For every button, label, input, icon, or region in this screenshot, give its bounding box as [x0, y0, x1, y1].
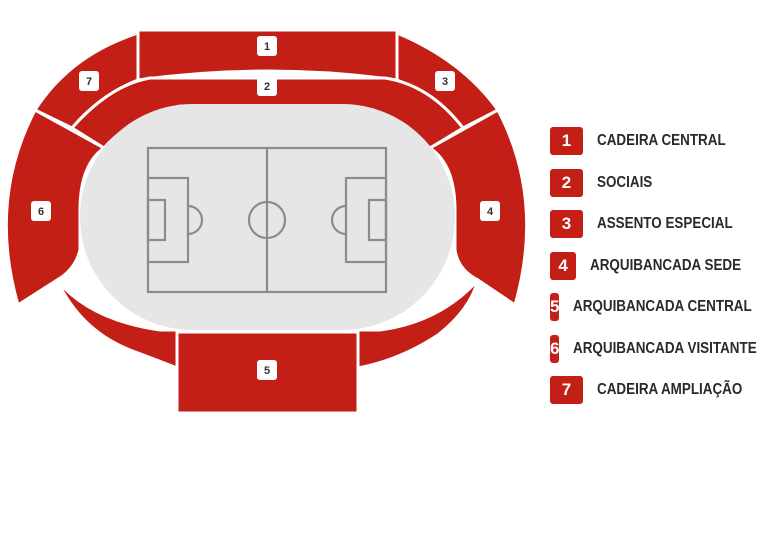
section-badge-label: 5: [264, 365, 270, 377]
section-badge-7[interactable]: 7: [79, 71, 99, 91]
legend-number-badge: 3: [550, 210, 583, 238]
section-badge-5[interactable]: 5: [257, 360, 277, 380]
legend-label: ARQUIBANCADA VISITANTE: [573, 339, 758, 357]
section-badge-label: 6: [38, 206, 44, 218]
section-badge-label: 7: [86, 76, 92, 88]
legend-label: ARQUIBANCADA SEDE: [590, 256, 742, 274]
legend-number-badge: 6: [550, 334, 560, 363]
legend-number-badge: 4: [550, 251, 577, 280]
section-badge-label: 2: [264, 81, 270, 93]
legend-item-5[interactable]: 5 ARQUIBANCADA CENTRAL: [550, 293, 770, 321]
legend-item-2[interactable]: 2 SOCIAIS: [550, 168, 770, 197]
section-badge-4[interactable]: 4: [480, 201, 500, 221]
legend-item-6[interactable]: 6 ARQUIBANCADA VISITANTE: [550, 334, 770, 363]
section-badge-box: [257, 36, 277, 56]
section-badge-3[interactable]: 3: [435, 71, 455, 91]
legend-number-badge: 5: [550, 293, 560, 321]
stadium-map: 1 2 3 4 5 6 7: [4, 28, 529, 415]
section-badge-box: [257, 360, 277, 380]
section-bottom-ring[interactable]: [55, 278, 480, 370]
legend-number-badge: 2: [550, 168, 583, 197]
section-badge-box: [435, 71, 455, 91]
section-badge-6[interactable]: 6: [31, 201, 51, 221]
section-6[interactable]: [4, 107, 107, 308]
legend-label: CADEIRA AMPLIAÇÃO: [596, 381, 743, 398]
section-badge-box: [31, 201, 51, 221]
legend-item-7[interactable]: 7 CADEIRA AMPLIAÇÃO: [550, 376, 770, 404]
legend: 1 CADEIRA CENTRAL 2 SOCIAIS 3 ASSENTO ESPECIA…: [550, 127, 770, 418]
section-4[interactable]: [427, 107, 529, 308]
section-badge-label: 3: [442, 76, 448, 88]
legend-item-3[interactable]: 3 ASSENTO ESPECIAL: [550, 210, 770, 238]
section-badge-box: [480, 201, 500, 221]
legend-label: ARQUIBANCADA CENTRAL: [573, 298, 753, 315]
legend-number-badge: 1: [550, 127, 583, 155]
section-badge-box: [257, 76, 277, 96]
section-badge-box: [79, 71, 99, 91]
legend-item-1[interactable]: 1 CADEIRA CENTRAL: [550, 127, 770, 155]
legend-label: SOCIAIS: [597, 173, 653, 191]
legend-number-badge: 7: [550, 376, 583, 404]
section-badge-2[interactable]: 2: [257, 76, 277, 96]
section-badge-label: 4: [487, 206, 494, 218]
legend-label: CADEIRA CENTRAL: [597, 132, 726, 149]
section-badge-1[interactable]: 1: [257, 36, 277, 56]
pitch-markings: [146, 146, 388, 294]
section-badge-label: 1: [264, 41, 270, 53]
legend-item-4[interactable]: 4 ARQUIBANCADA SEDE: [550, 251, 770, 280]
legend-label: ASSENTO ESPECIAL: [597, 215, 733, 232]
